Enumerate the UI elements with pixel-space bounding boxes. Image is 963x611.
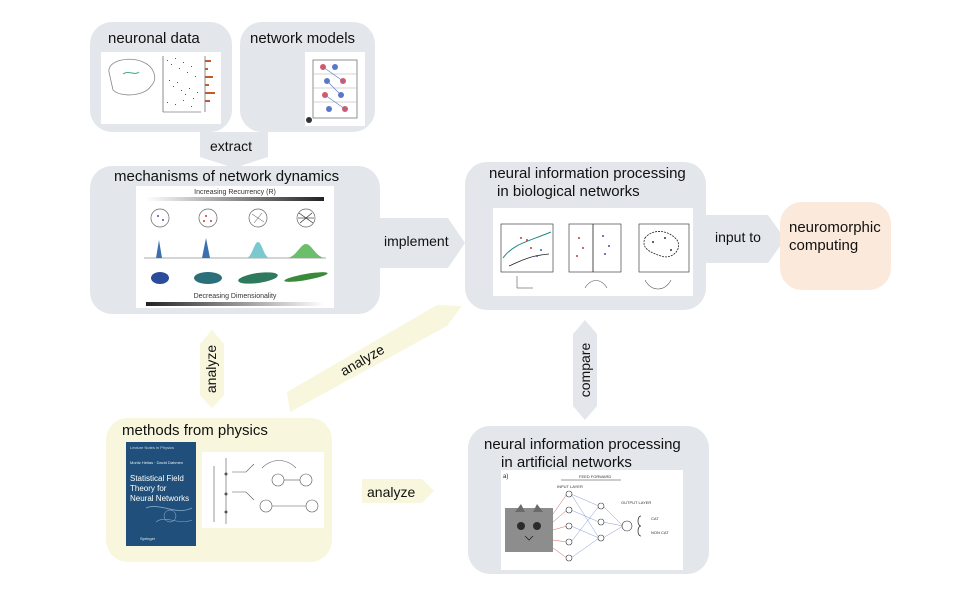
neuronal-data-label: neuronal data: [108, 30, 200, 47]
cnn-output-layer-label: OUTPUT LAYER: [621, 500, 651, 505]
book-title-line3: Neural Networks: [130, 494, 190, 503]
analyze-right-label: analyze: [367, 484, 416, 500]
cortical-column-figure: [306, 59, 358, 123]
book-publisher: Springer: [140, 536, 156, 541]
analyze-up-arrow: [200, 330, 224, 408]
recurrency-caption: Increasing Recurrency (R): [194, 189, 276, 196]
biological-networks-label-line1: neural information processing: [489, 165, 686, 182]
neuronal-data-figure: [101, 52, 221, 124]
book-cover-art: [145, 506, 193, 523]
mechanisms-figure: Increasing Recurrency (R) Decreasing Dim…: [136, 186, 334, 308]
implement-arrow: [380, 218, 465, 268]
feynman-diagram-figure: [202, 452, 324, 528]
cnn-panel-label: a): [503, 474, 508, 480]
artificial-networks-label-line2: in artificial networks: [501, 454, 632, 471]
neuromorphic-label-line1: neuromorphic: [789, 219, 881, 236]
extract-arrow: [200, 132, 268, 168]
biological-networks-label-line2: in biological networks: [497, 183, 640, 200]
extract-label: extract: [210, 138, 253, 154]
mechanisms-label: mechanisms of network dynamics: [114, 168, 340, 185]
raster-plot-figure: [108, 56, 215, 113]
neuromorphic-computing-box: [780, 202, 891, 290]
network-models-figure: [305, 52, 365, 126]
network-models-label: network models: [250, 30, 356, 47]
compare-arrow: [573, 320, 597, 420]
artificial-networks-figure: a) FEED FORWARD INPUT LAYER OUTPUT LAYER: [501, 470, 683, 570]
field-theory-book-cover: Lecture Notes in Physics Moritz Helias ·…: [126, 442, 196, 546]
analyze-diagonal-arrow: [287, 305, 462, 412]
implement-label: implement: [384, 233, 449, 249]
artificial-networks-label-line1: neural information processing: [484, 436, 681, 453]
recurrency-dimensionality-figure: Increasing Recurrency (R) Decreasing Dim…: [144, 189, 328, 306]
book-title-line1: Statistical Field: [130, 474, 184, 483]
cnn-input-layer-label: INPUT LAYER: [557, 484, 583, 489]
physics-methods-label: methods from physics: [122, 422, 268, 439]
cnn-feed-forward-label: FEED FORWARD: [579, 474, 611, 479]
dimensionality-caption: Decreasing Dimensionality: [194, 293, 277, 300]
analyze-up-label: analyze: [203, 344, 220, 394]
input-to-label: input to: [715, 229, 761, 245]
book-authors: Moritz Helias · David Dahmen: [130, 460, 184, 465]
book-series: Lecture Notes in Physics: [130, 445, 175, 450]
neural-manifolds-figure: [500, 223, 690, 290]
analyze-right-arrow: [362, 479, 434, 503]
diagram-sketches: [213, 458, 319, 524]
input-to-arrow: [706, 215, 785, 263]
cat-classifier-network: a) FEED FORWARD INPUT LAYER OUTPUT LAYER: [503, 474, 669, 562]
cat-photo: [505, 508, 553, 552]
cnn-non-cat-label: NON CAT: [651, 530, 669, 535]
compare-label: compare: [577, 342, 594, 398]
book-title-line2: Theory for: [130, 484, 167, 493]
biological-networks-figure: [493, 208, 693, 296]
cnn-cat-label: CAT: [651, 516, 659, 521]
neuromorphic-label-line2: computing: [789, 237, 859, 254]
